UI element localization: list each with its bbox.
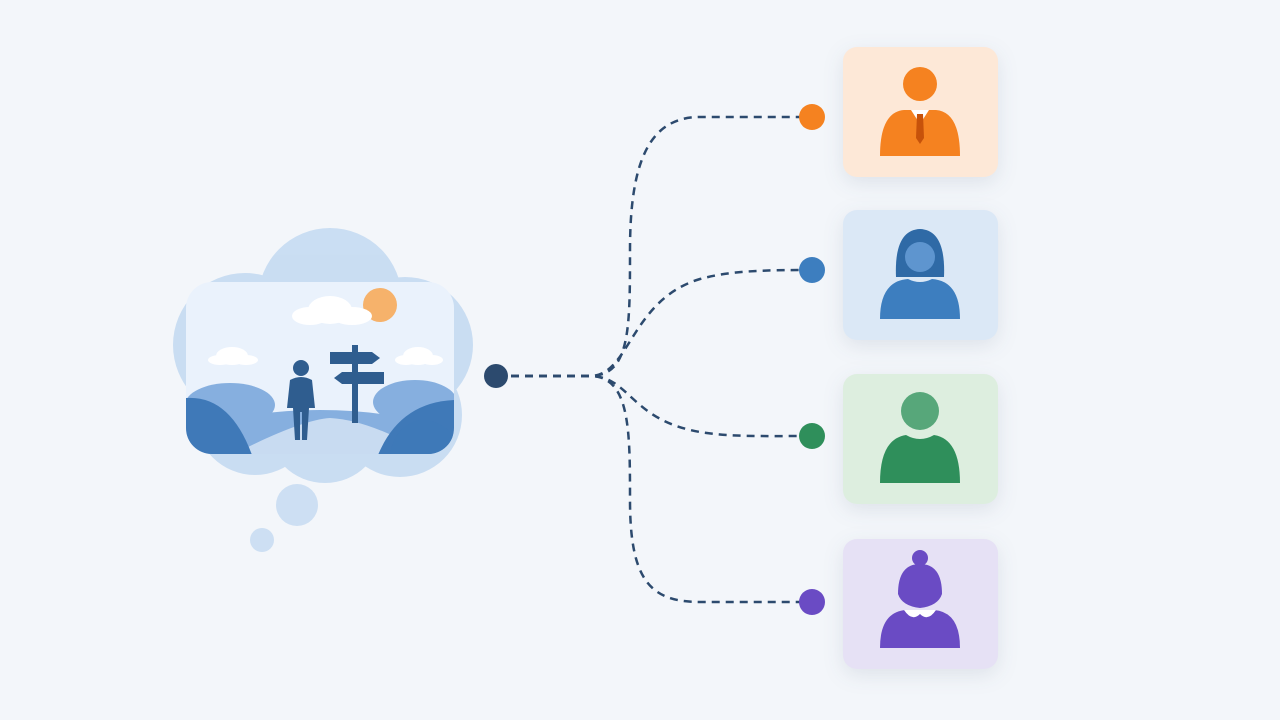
woman-bun-icon xyxy=(880,550,960,648)
connector-endpoint-purple xyxy=(799,589,825,615)
cloud-icon xyxy=(395,347,443,365)
target-personas xyxy=(799,47,998,669)
sun-icon xyxy=(363,288,397,322)
person-figure-icon xyxy=(287,360,315,440)
connector-green xyxy=(497,374,813,438)
thought-bubble-large xyxy=(276,484,318,526)
connector-blue xyxy=(497,268,813,378)
leaf-left xyxy=(186,397,252,454)
businessman-icon xyxy=(880,67,960,156)
connector-purple xyxy=(497,374,812,604)
thought-bubble-small xyxy=(250,528,274,552)
connector-endpoint-blue xyxy=(799,257,825,283)
persona-card-blue xyxy=(799,210,998,340)
connector-endpoint-orange xyxy=(799,104,825,130)
person-icon xyxy=(880,392,960,483)
persona-card-purple xyxy=(799,539,998,669)
persona-card-green xyxy=(799,374,998,504)
connector-orange xyxy=(497,115,812,378)
crossroads-scene xyxy=(186,282,454,454)
branch-connectors xyxy=(497,115,813,604)
hub-node xyxy=(484,364,508,388)
persona-card-orange xyxy=(799,47,998,177)
connector-endpoint-green xyxy=(799,423,825,449)
bush-right xyxy=(390,420,454,454)
cloud-icon xyxy=(208,347,258,365)
signpost-icon xyxy=(330,345,384,423)
woman-icon xyxy=(880,229,960,319)
cloud-icon xyxy=(292,296,372,325)
thought-cloud xyxy=(173,228,473,552)
path-road xyxy=(232,418,430,454)
